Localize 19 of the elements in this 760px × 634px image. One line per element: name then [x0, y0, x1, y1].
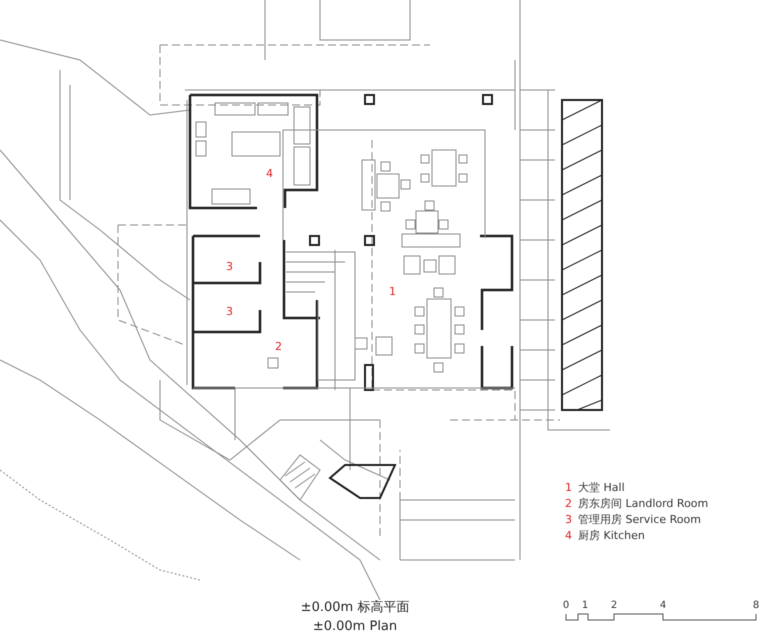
legend-text: 管理用房 Service Room [578, 514, 701, 525]
room-number: 2 [275, 341, 282, 352]
scale-number: 1 [582, 601, 588, 611]
room-number: 3 [226, 261, 233, 272]
plan-caption: ±0.00m 标高平面 ±0.00m Plan [300, 599, 410, 634]
legend-number: 1 [565, 482, 572, 493]
room-number: 3 [226, 306, 233, 317]
room-number: 4 [266, 168, 273, 179]
legend-number: 2 [565, 498, 572, 509]
legend-text: 厨房 Kitchen [578, 530, 645, 541]
room-number: 1 [389, 286, 396, 297]
legend-number: 4 [565, 530, 572, 541]
scale-number: 8 [752, 601, 760, 611]
legend-text: 大堂 Hall [578, 482, 625, 493]
scale-number: 0 [562, 601, 570, 611]
scale-number: 4 [660, 601, 666, 611]
scale-number: 2 [610, 601, 618, 611]
legend-number: 3 [565, 514, 572, 525]
legend-text: 房东房间 Landlord Room [578, 498, 708, 509]
